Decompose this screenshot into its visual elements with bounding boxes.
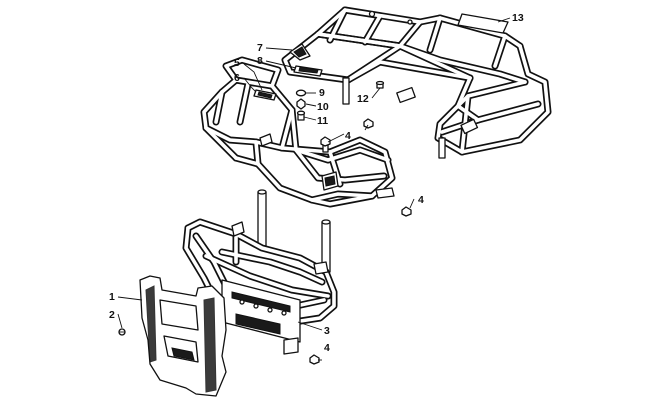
rear-rack [281,6,552,159]
bolt-4-right [401,206,412,217]
bolt-12 [375,80,385,89]
callout-1: 1 [109,291,115,303]
callout-11: 11 [317,115,328,127]
callout-12: 12 [357,93,369,105]
bolt-4-lower [309,354,320,365]
callout-4-lower: 4 [324,342,330,354]
callout-13: 13 [512,12,524,24]
front-rack [200,56,396,208]
screw-2 [118,328,126,336]
callout-10: 10 [317,101,329,113]
callout-8: 8 [257,55,263,67]
callout-4-upper: 4 [345,130,351,142]
bolt-4-upper [320,136,331,153]
callout-4-right: 4 [418,194,424,206]
leader-lines [117,17,511,361]
callout-3: 3 [324,325,330,337]
callout-7: 7 [257,42,263,54]
callout-2: 2 [109,309,115,321]
callout-5: 5 [234,57,240,69]
hardware-stack [295,89,307,121]
callout-6: 6 [234,72,240,84]
callouts: 1 2 3 4 4 4 5 6 7 8 9 10 11 12 13 [109,12,524,354]
bolt-4-mid [363,118,374,129]
bumper-cover [139,275,227,397]
callout-9: 9 [319,87,325,99]
